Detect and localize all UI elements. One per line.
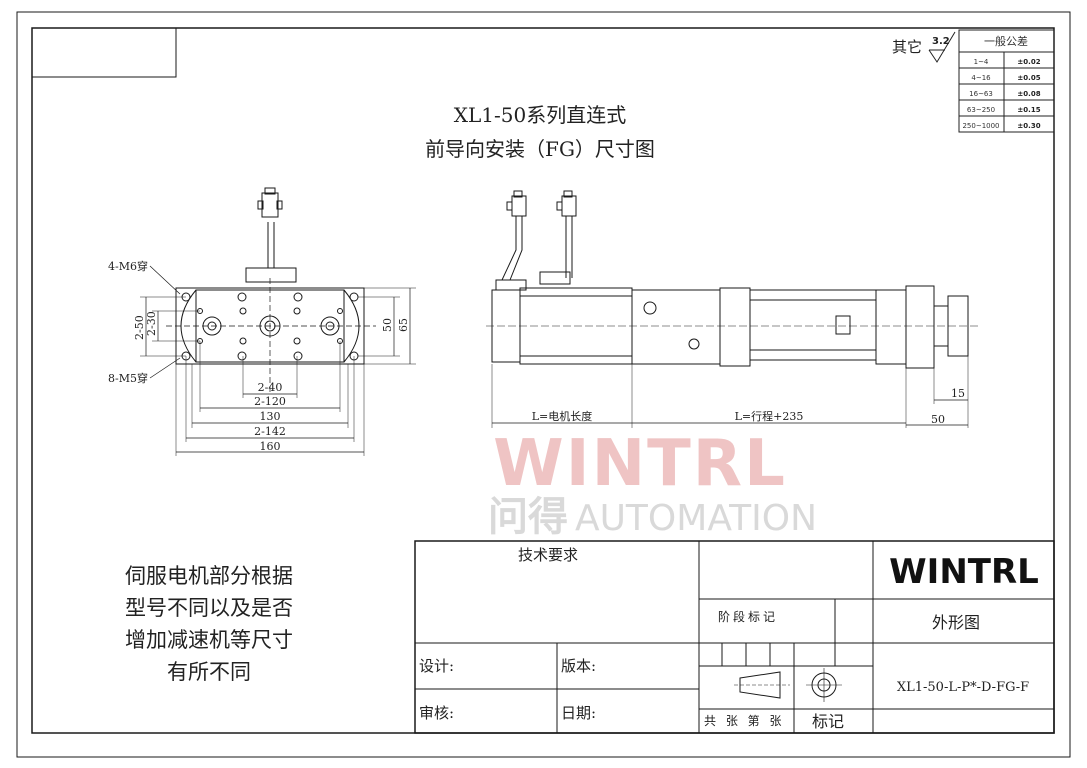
note-block: 伺服电机部分根据 型号不同以及是否 增加减速机等尺寸 有所不同 — [125, 564, 293, 684]
watermark: WINTRL 问得 AUTOMATION — [488, 427, 817, 540]
dim-50-vertical: 50 — [381, 318, 394, 332]
roughness-label: 其它 — [892, 38, 922, 56]
tolerance-value: ±0.05 — [1017, 74, 1040, 82]
corner-box — [31, 27, 177, 78]
dim-2-30: 2-30 — [145, 311, 158, 336]
outer-border — [16, 11, 1071, 758]
dim-15: 15 — [951, 387, 965, 400]
dim-130: 130 — [260, 410, 281, 423]
watermark-en: AUTOMATION — [575, 498, 817, 539]
tolerance-range: 16~63 — [969, 90, 993, 98]
note-line-2: 型号不同以及是否 — [125, 596, 293, 620]
dim-2-120: 2-120 — [254, 395, 286, 408]
hole-label-m6: 4-M6穿 — [108, 259, 148, 273]
mark-label: 标记 — [812, 712, 844, 731]
drawing-title-line1: XL1-50系列直连式 — [454, 103, 626, 127]
dim-motor-length: L=电机长度 — [532, 409, 593, 423]
stage-mark-label: 阶段标记 — [718, 609, 778, 624]
drawing-name: 外形图 — [932, 613, 980, 632]
tolerance-value: ±0.30 — [1017, 122, 1040, 130]
tolerance-range: 1~4 — [974, 58, 989, 66]
design-label: 设计: — [419, 657, 454, 675]
date-label: 日期: — [561, 704, 596, 722]
side-view — [486, 190, 980, 428]
brand-logo: WINTRL — [889, 552, 1039, 592]
watermark-cn: 问得 — [488, 493, 568, 540]
dim-2-40: 2-40 — [258, 381, 283, 394]
version-label: 版本: — [561, 657, 596, 675]
title-block — [414, 540, 1055, 734]
watermark-brand: WINTRL — [493, 427, 787, 501]
hole-label-m5: 8-M5穿 — [108, 371, 148, 385]
tech-requirements-label: 技术要求 — [518, 546, 578, 564]
connector-plug — [261, 192, 279, 218]
dim-2-50: 2-50 — [133, 315, 146, 340]
tolerance-range: 250~1000 — [962, 122, 999, 130]
tolerance-frame — [958, 29, 1055, 133]
dim-2-142: 2-142 — [254, 425, 286, 438]
dim-160: 160 — [260, 440, 281, 453]
tolerance-value: ±0.02 — [1017, 58, 1040, 66]
tolerance-value: ±0.15 — [1017, 106, 1040, 114]
tolerance-value: ±0.08 — [1017, 90, 1040, 98]
part-number: XL1-50-L-P*-D-FG-F — [897, 680, 1029, 695]
dim-65: 65 — [397, 318, 410, 332]
tolerance-header: 一般公差 — [984, 34, 1028, 48]
dim-50-side: 50 — [931, 413, 945, 426]
tolerance-range: 63~250 — [967, 106, 995, 114]
dim-stroke: L=行程+235 — [735, 410, 804, 423]
tolerance-range: 4~16 — [971, 74, 991, 82]
note-line-4: 有所不同 — [167, 660, 251, 684]
front-view — [140, 187, 416, 456]
actuator-housing — [631, 289, 721, 365]
note-line-1: 伺服电机部分根据 — [125, 564, 293, 588]
roughness-check-icon — [928, 31, 956, 63]
drawing-title-line2: 前导向安装（FG）尺寸图 — [425, 137, 655, 161]
note-line-3: 增加减速机等尺寸 — [125, 628, 293, 652]
sheet-count-label: 共 张 第 张 — [704, 714, 784, 728]
roughness-value: 3.2 — [932, 36, 950, 47]
check-label: 审核: — [419, 704, 454, 722]
tolerance-table: 一般公差 1~4 ±0.02 4~16 ±0.05 16~63 ±0.08 63~250 ±0… — [958, 29, 1055, 133]
roughness-symbol: 其它 3.2 — [892, 31, 956, 63]
